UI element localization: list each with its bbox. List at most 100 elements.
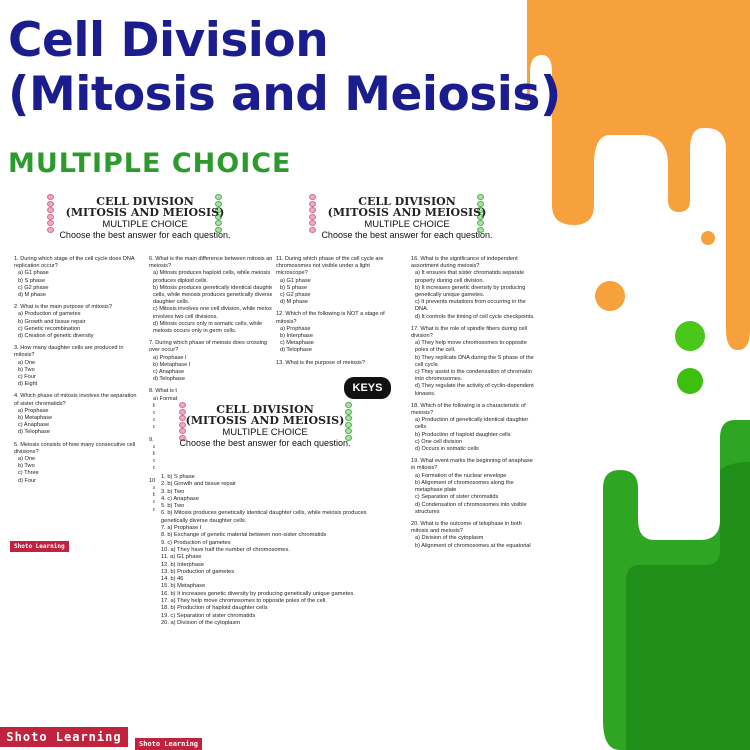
answer-option: c) Genetic recombination: [18, 325, 81, 332]
question-item: 4. Which phase of mitosis involves the s…: [14, 393, 141, 436]
dna-icon: [213, 194, 223, 233]
answer-option: d) M phase: [280, 299, 308, 306]
answer-option: b) Alignment of chromosomes along the me…: [415, 479, 514, 494]
question-item: 13. What is the purpose of meiosis?: [276, 360, 403, 367]
answer-option: c) G2 phase: [280, 292, 311, 299]
answer-option: d) Eight: [18, 381, 38, 388]
worksheet-title-line-2: (MITOSIS AND MEIOSIS): [327, 206, 487, 219]
dna-icon: [177, 402, 187, 441]
answer-option: a) Prophase: [280, 325, 311, 332]
worksheet-header: CELL DIVISION (MITOSIS AND MEIOSIS) MULT…: [155, 400, 375, 452]
question-item: 20. What is the outcome of telophase in …: [411, 521, 538, 550]
answer-option: c) Separation of sister chromatids: [415, 494, 499, 501]
green-dot: [675, 321, 705, 351]
answer-key-item: 8. b) Exchange of genetic material betwe…: [161, 532, 327, 539]
brand-badge-small: Shoto Learning: [10, 541, 69, 552]
answer-option: a) Mitosis produces haploid cells, while…: [153, 270, 271, 284]
question-item: 6. What is the main difference between m…: [149, 256, 276, 335]
worksheet-instruction: Choose the best answer for each question…: [59, 230, 231, 240]
worksheet-header: CELL DIVISION (MITOSIS AND MEIOSIS) MULT…: [272, 192, 542, 244]
answer-option: a) Format: [153, 395, 178, 402]
answer-option: d) Creation of genetic diversity: [18, 333, 94, 340]
answer-option: a) Production of genetically identical d…: [415, 417, 529, 431]
question-column: 11. During which phase of the cell cycle…: [276, 256, 403, 550]
question-text: 5. Meiosis consists of how many consecut…: [14, 441, 136, 455]
answer-option: c) G2 phase: [18, 284, 49, 291]
question-text: 17. What is the role of spindle fibers d…: [411, 325, 527, 340]
answer-option: c) Metaphase: [280, 340, 314, 347]
question-text: 7. During which phase of meiosis does cr…: [149, 340, 268, 354]
question-item: 5. Meiosis consists of how many consecut…: [14, 442, 141, 485]
answer-key-item: 12. b) Interphase: [161, 561, 205, 568]
answer-key-item: 9. c) Production of gametes: [161, 539, 231, 546]
worksheet-title-line-2: (MITOSIS AND MEIOSIS): [65, 206, 225, 219]
green-dot: [677, 368, 703, 394]
answer-option: a) Production of gametes: [18, 311, 81, 318]
title-line-2: (Mitosis and Meiosis): [8, 67, 561, 122]
answer-option: c) They assist in the condensation of ch…: [415, 369, 532, 383]
answer-key-item: 5. b) Two: [161, 503, 185, 510]
answer-key-item: 13. b) Production of gametes: [161, 568, 235, 575]
answer-option: b) Interphase: [280, 333, 313, 340]
answer-key-item: 7. a) Prophase I: [161, 525, 202, 532]
answer-option: b) Mitosis produces genetically identica…: [153, 284, 276, 306]
answer-option: d) Telophase: [153, 376, 185, 383]
answer-key-item: 2. b) Growth and tissue repair: [161, 481, 236, 488]
answer-option: d) Occurs in somatic cells: [415, 446, 479, 453]
worksheet-title-line-1: CELL DIVISION: [96, 195, 194, 208]
worksheet-title-line-1: CELL DIVISION: [358, 195, 456, 208]
answer-option: d) They regulate the activity of cyclin-…: [415, 383, 534, 397]
answer-option: a) It ensures that sister chromatids sep…: [415, 270, 525, 284]
worksheet-instruction: Choose the best answer for each question…: [321, 230, 493, 240]
orange-drip-shape: [522, 0, 750, 350]
answer-option: c) It prevents mutations from occurring …: [415, 299, 526, 313]
worksheet-subtitle: MULTIPLE CHOICE: [102, 219, 188, 230]
answer-key-item: 4. c) Anaphase: [161, 495, 199, 502]
worksheet-title: CELL DIVISION (MITOSIS AND MEIOSIS): [272, 196, 542, 218]
answer-option: b) They replicate DNA during the S phase…: [415, 354, 534, 368]
question-text: 16. What is the significance of independ…: [411, 256, 518, 270]
answer-option: a) They help move chromosomes to opposit…: [415, 340, 527, 354]
question-item: 2. What is the main purpose of mitosis?a…: [14, 304, 141, 340]
answer-key-item: 16. b) It increases genetic diversity by…: [161, 590, 355, 597]
answer-option: d) Condensation of chromosomes into visi…: [415, 501, 527, 515]
title-line-1: Cell Division: [8, 13, 329, 68]
question-text: 3. How many daughter cells are produced …: [14, 345, 124, 359]
question-text: 11. During which phase of the cell cycle…: [276, 256, 384, 277]
worksheet-instruction: Choose the best answer for each question…: [179, 438, 351, 448]
question-text: 4. Which phase of mitosis involves the s…: [14, 393, 137, 407]
answer-key-item: 6. b) Mitosis produces genetically ident…: [161, 510, 367, 524]
answer-key-item: 17. a) They help move chromosomes to opp…: [161, 598, 327, 605]
answer-key-item: 11. a) G1 phase: [161, 554, 202, 561]
answer-option: d) It controls the timing of cell cycle …: [415, 313, 535, 320]
question-text: 1. During which stage of the cell cycle …: [14, 256, 135, 270]
answer-option: a) G1 phase: [280, 277, 311, 284]
answer-key-item: 3. b) Two: [161, 488, 185, 495]
worksheet-preview-2: CELL DIVISION (MITOSIS AND MEIOSIS) MULT…: [272, 192, 542, 554]
answer-key-item: 14. b) 46: [161, 576, 184, 583]
keys-label: KEYS: [344, 377, 391, 399]
answer-option: a) Prophase: [18, 407, 49, 414]
answer-key-item: 15. b) Metaphase: [161, 583, 206, 590]
page-title: Cell Division (Mitosis and Meiosis): [8, 14, 561, 122]
answer-option: c) Anaphase: [153, 369, 185, 376]
worksheet-title-line-2: (MITOSIS AND MEIOSIS): [185, 414, 345, 427]
answer-option: a) G1 phase: [18, 270, 49, 277]
answer-option: c) Mitosis involves one cell division, w…: [153, 306, 276, 320]
worksheet-title-line-1: CELL DIVISION: [216, 403, 314, 416]
answer-option: b) Metaphase I: [153, 361, 191, 368]
question-column: 1. During which stage of the cell cycle …: [14, 256, 141, 550]
answer-option: a) Formation of the nuclear envelope: [415, 472, 507, 479]
worksheet-subtitle: MULTIPLE CHOICE: [364, 219, 450, 230]
worksheet-subtitle: MULTIPLE CHOICE: [222, 427, 308, 438]
answer-option: b) Alignment of chromosomes at the equat…: [415, 542, 531, 550]
answer-key-item: 1. b) S phase: [161, 474, 195, 480]
question-text: 6. What is the main difference between m…: [149, 256, 276, 270]
page-subtitle: MULTIPLE CHOICE: [8, 148, 292, 179]
answer-option: c) Anaphase: [18, 422, 50, 429]
answer-option: b) S phase: [18, 277, 46, 284]
question-item: 18. Which of the following is a characte…: [411, 403, 538, 453]
worksheet-title: CELL DIVISION (MITOSIS AND MEIOSIS): [10, 196, 280, 218]
question-item: 12. Which of the following is NOT a stag…: [276, 311, 403, 354]
answer-option: d) Telophase: [18, 429, 50, 436]
